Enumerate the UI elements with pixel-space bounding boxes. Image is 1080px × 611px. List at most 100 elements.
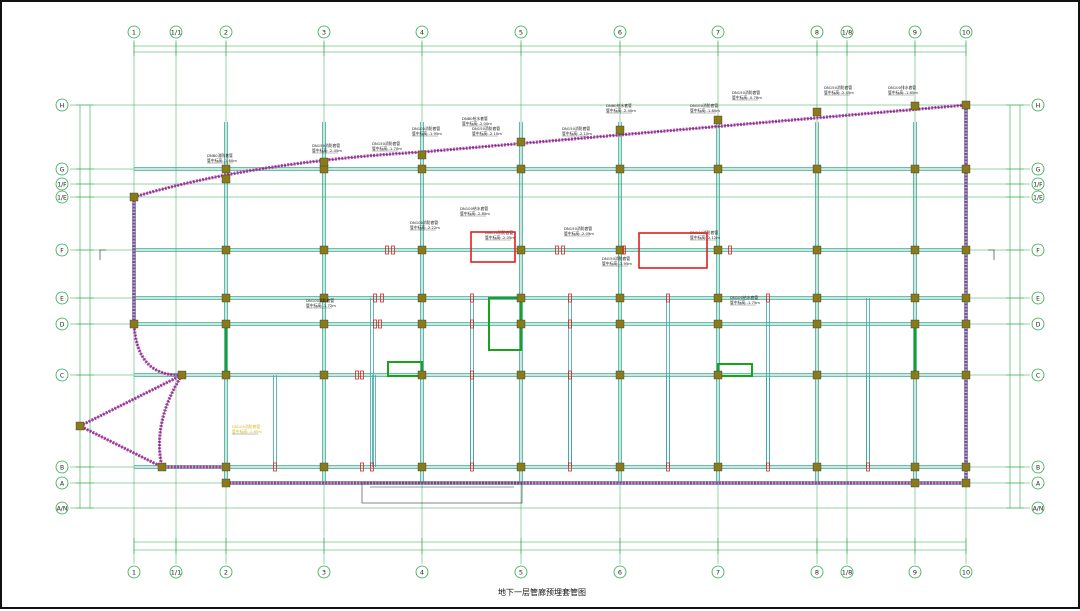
axis-bubble	[55, 243, 69, 257]
section-mark-right	[988, 249, 995, 260]
axis-label-col: 1/8	[842, 569, 852, 577]
sleeve-marker	[666, 462, 670, 472]
axis-label-row: D	[60, 322, 65, 329]
column	[961, 462, 971, 472]
annotation-label: DN150消防套管	[824, 85, 852, 90]
axis-bubble	[55, 460, 69, 474]
axis-label-col: 1/1	[171, 569, 181, 577]
sleeve-marker	[360, 370, 364, 380]
sleeve-marker	[728, 245, 732, 255]
sleeve-marker	[766, 293, 770, 303]
axis-bubble	[810, 25, 824, 39]
axis-bubble	[514, 565, 528, 579]
sleeve-marker	[373, 293, 377, 303]
green-wall	[717, 363, 753, 377]
axis-label-col: 6	[618, 569, 622, 577]
column	[812, 293, 822, 303]
north-curved-wall-edge	[133, 104, 967, 198]
axis-bubble	[1031, 190, 1045, 204]
sleeve-marker	[273, 462, 277, 472]
pipe-annotations: DN80消防套管管中标高:-1.80mDN150消防套管管中标高:-2.45mD…	[207, 85, 918, 435]
axis-bubble	[127, 565, 141, 579]
sleeve-marker	[568, 319, 572, 329]
axis-bubble	[55, 317, 69, 331]
annotation-elevation: 管中标高:-2.22m	[410, 225, 440, 230]
axis-label-col: 2	[224, 29, 228, 37]
axis-label-row: B	[1036, 465, 1040, 472]
axis-bubble	[415, 25, 429, 39]
column	[812, 319, 822, 329]
axis-bubble	[317, 25, 331, 39]
sleeve-marker	[555, 245, 559, 255]
annotation-label: DN100排水套管	[888, 85, 916, 90]
column	[516, 245, 526, 255]
axis-label-row: A	[1036, 481, 1041, 488]
column	[319, 293, 329, 303]
path	[627, 120, 657, 298]
column	[615, 125, 625, 135]
beams	[132, 105, 968, 485]
axis-bubble	[810, 565, 824, 579]
axis-label-col: 4	[420, 569, 424, 577]
axis-bubble	[55, 190, 69, 204]
column	[961, 245, 971, 255]
axis-label-col: 2	[224, 569, 228, 577]
annotation-elevation: 管中标高:-2.12m	[690, 235, 720, 240]
annotation-elevation: 管中标高:-2.45m	[312, 148, 342, 153]
axis-label-row: A/N	[57, 506, 68, 513]
column	[961, 164, 971, 174]
annotation-elevation: 管中标高:-1.72m	[306, 303, 336, 308]
sleeve-marker	[568, 462, 572, 472]
axis-label-col: 7	[716, 569, 720, 577]
axis-bubble	[55, 98, 69, 112]
sleeve-marker	[470, 293, 474, 303]
axis-label-row: 1/E	[1033, 195, 1043, 202]
axis-bubble	[959, 565, 973, 579]
annotation-label: DN150消防套管	[602, 256, 630, 261]
sleeve-marker	[370, 462, 374, 472]
annotation-elevation: 管中标高:-1.70m	[372, 146, 402, 151]
annotation-elevation: 管中标高:-1.80m	[690, 108, 720, 113]
annotation-label: DN100给水套管	[460, 206, 488, 211]
annotation-label: DN100消防套管	[306, 298, 334, 303]
entrance-curve-edge	[159, 374, 183, 468]
axis-label-col: 9	[913, 29, 917, 37]
annotation-elevation: 管中标高:-1.80m	[207, 158, 237, 163]
columns	[75, 100, 971, 488]
axis-bubble	[613, 25, 627, 39]
sleeve-marker	[766, 462, 770, 472]
axis-bubble	[1031, 476, 1045, 490]
sleeve-marker	[568, 293, 572, 303]
axis-label-col: 5	[519, 29, 523, 37]
annotation-elevation: 管中标高:-1.95m	[412, 131, 442, 136]
sleeves	[273, 245, 870, 472]
path	[852, 107, 882, 317]
column	[516, 137, 526, 147]
column	[417, 370, 427, 380]
axis-bubble	[1031, 162, 1045, 176]
axis-bubble	[317, 565, 331, 579]
sleeve-marker	[373, 319, 377, 329]
column	[516, 293, 526, 303]
column	[221, 478, 231, 488]
annotation-elevation: 管中标高:-2.10m	[562, 131, 592, 136]
axis-bubble	[55, 476, 69, 490]
corridor-outline	[361, 482, 523, 504]
annotation-elevation: 管中标高:-1.95m	[602, 261, 632, 266]
axis-label-row: F	[60, 248, 64, 255]
axis-label-row: D	[1036, 322, 1041, 329]
sleeve-marker	[378, 319, 382, 329]
path	[354, 142, 362, 372]
axis-label-row: 1/F	[1033, 182, 1043, 189]
column	[417, 245, 427, 255]
axis-bubble	[840, 565, 854, 579]
column	[319, 157, 329, 167]
column	[221, 293, 231, 303]
axis-bubble	[55, 177, 69, 191]
